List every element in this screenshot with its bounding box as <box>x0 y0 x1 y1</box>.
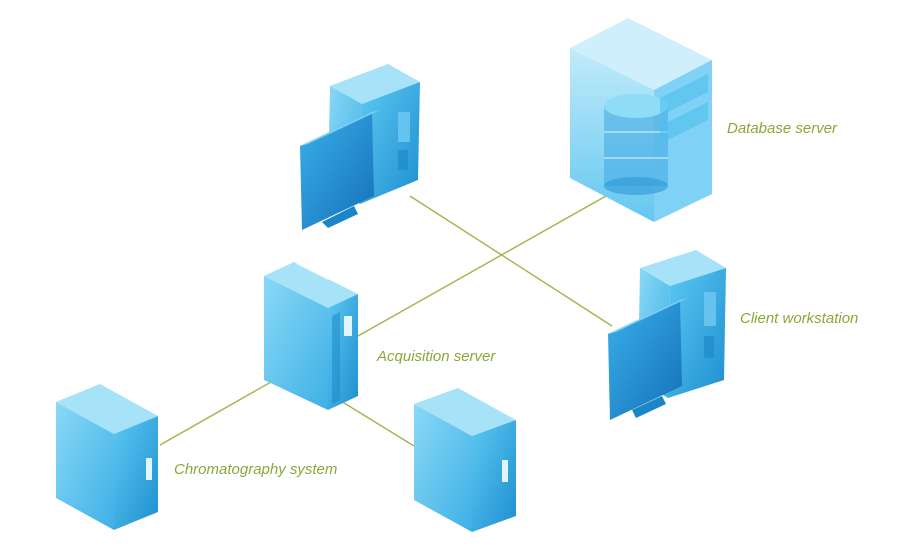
instrument-unit <box>414 388 516 532</box>
acquisition-server <box>264 262 358 410</box>
client-workstation <box>608 250 726 420</box>
connection-lines <box>159 195 613 447</box>
chromatography-unit <box>56 384 158 530</box>
link-acquisition-to-unit <box>335 397 415 447</box>
workstation-top <box>300 64 420 230</box>
chromatography-system-label: Chromatography system <box>174 461 338 478</box>
database-server-label: Database server <box>727 120 838 137</box>
link-acquisition-to-database <box>357 195 607 337</box>
client-workstation-label: Client workstation <box>740 310 859 327</box>
database-server <box>570 18 712 222</box>
link-workstation-to-client <box>409 195 613 327</box>
database-cylinder-icon <box>604 94 668 195</box>
link-acquisition-to-chromatography <box>159 377 279 446</box>
acquisition-server-label: Acquisition server <box>377 348 496 365</box>
